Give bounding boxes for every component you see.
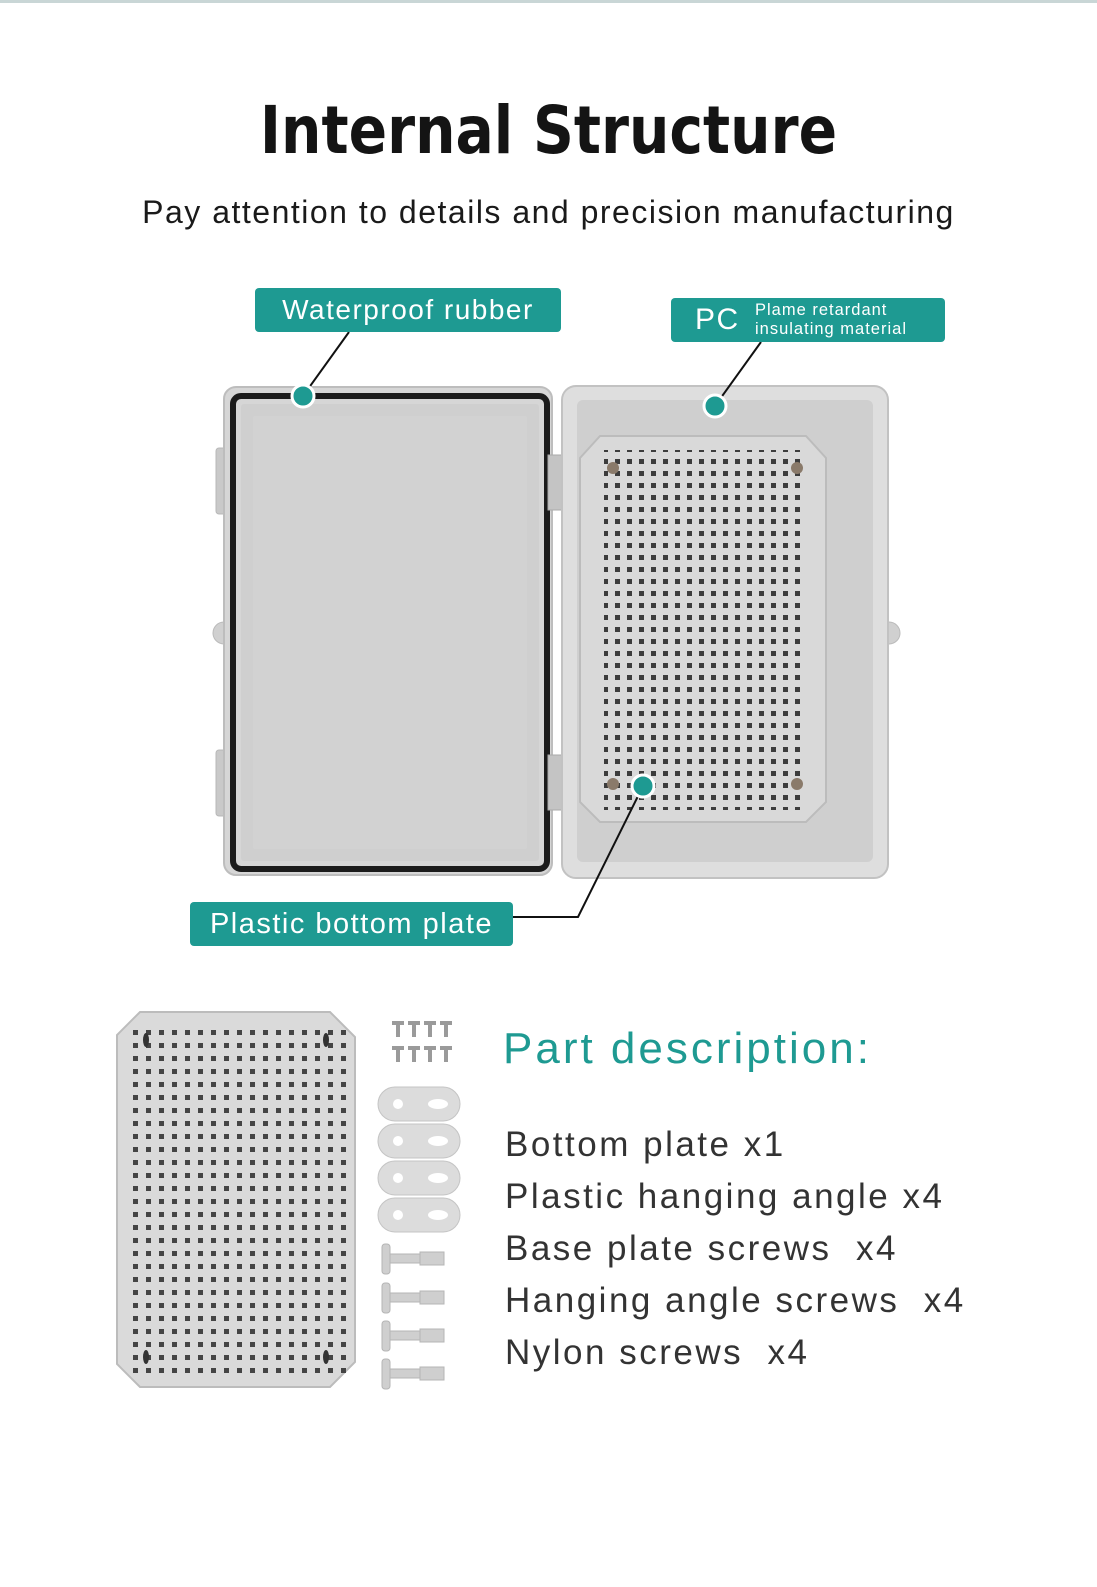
marker-rubber-ring — [290, 383, 316, 409]
callout-pc-label: PC — [695, 303, 740, 336]
callout-waterproof-rubber-ring: Waterproof rubber ring — [255, 288, 561, 369]
callout-pc-material: PC Plame retardant insulating material — [671, 298, 945, 342]
callout-plastic-bottom-plate: Plastic bottom plate — [190, 902, 513, 946]
page-subtitle: Pay attention to details and precision m… — [142, 194, 955, 230]
part-item-base-plate-screws: Base plate screws x4 — [505, 1229, 898, 1268]
page-title: Internal Structure — [259, 92, 838, 169]
top-border — [0, 0, 1097, 3]
part-item-bottom-plate: Bottom plate x1 — [505, 1125, 786, 1164]
part-description-title: Part description: — [503, 1024, 872, 1073]
enclosure-lid — [212, 386, 553, 876]
rubber-ring-gasket — [230, 393, 550, 872]
marker-pc-material — [702, 393, 728, 419]
part-item-hanging-angle: Plastic hanging angle x4 — [505, 1177, 945, 1216]
part-list: Bottom plate x1 Plastic hanging angle x4… — [505, 1119, 966, 1379]
nylon-screws-image — [381, 1243, 445, 1390]
callout-pc-line2: insulating material — [755, 320, 907, 338]
callout-pc-line1: Plame retardant — [755, 301, 888, 319]
marker-bottom-plate — [630, 773, 656, 799]
part-item-nylon-screws: Nylon screws x4 — [505, 1333, 810, 1372]
hanging-angles-image — [377, 1086, 461, 1233]
base-plate-screws-image — [392, 1021, 452, 1062]
enclosure-base — [561, 385, 901, 879]
part-item-hanging-angle-screws: Hanging angle screws x4 — [505, 1281, 966, 1320]
bottom-plate-image — [116, 1011, 356, 1388]
